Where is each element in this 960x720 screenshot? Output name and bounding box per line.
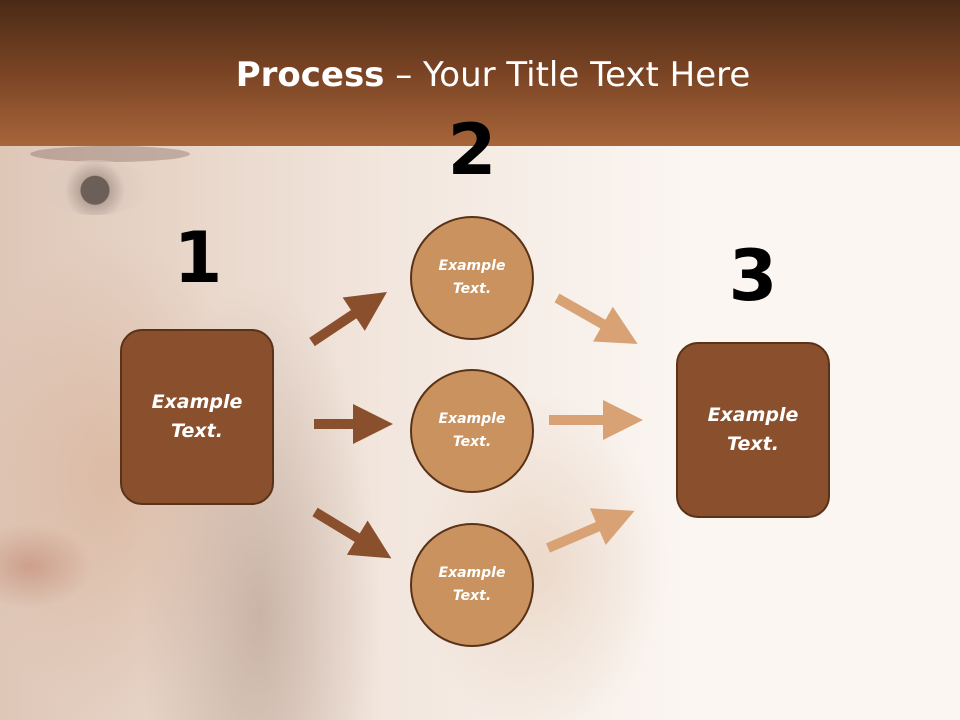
arrow-1-to-2c: [312, 507, 392, 559]
step-2-label-1: Example Text.: [438, 258, 506, 297]
arrow-1-to-2a: [309, 292, 387, 347]
title-rest: – Your Title Text Here: [384, 55, 751, 95]
step-3-box: Example Text.: [676, 342, 830, 518]
step-number-2: 2: [447, 109, 497, 191]
header-band: [0, 0, 960, 146]
slide-title: Process – Your Title Text Here: [0, 52, 960, 98]
step-1-label: Example Text.: [151, 391, 243, 442]
arrow-2a-to-3: [554, 293, 638, 344]
arrow-2c-to-3: [546, 508, 635, 553]
step-2-circle-1: Example Text.: [410, 216, 534, 340]
step-2-circle-3: Example Text.: [410, 523, 534, 647]
step-number-1: 1: [173, 217, 223, 299]
step-3-label: Example Text.: [707, 404, 799, 455]
eye-shape: [40, 160, 150, 215]
step-2-label-3: Example Text.: [438, 565, 506, 604]
step-2-circle-2: Example Text.: [410, 369, 534, 493]
step-1-box: Example Text.: [120, 329, 274, 505]
title-bold: Process: [235, 55, 385, 95]
step-2-label-2: Example Text.: [438, 411, 506, 450]
step-number-3: 3: [728, 235, 778, 317]
eyebrow-shape: [30, 146, 190, 162]
